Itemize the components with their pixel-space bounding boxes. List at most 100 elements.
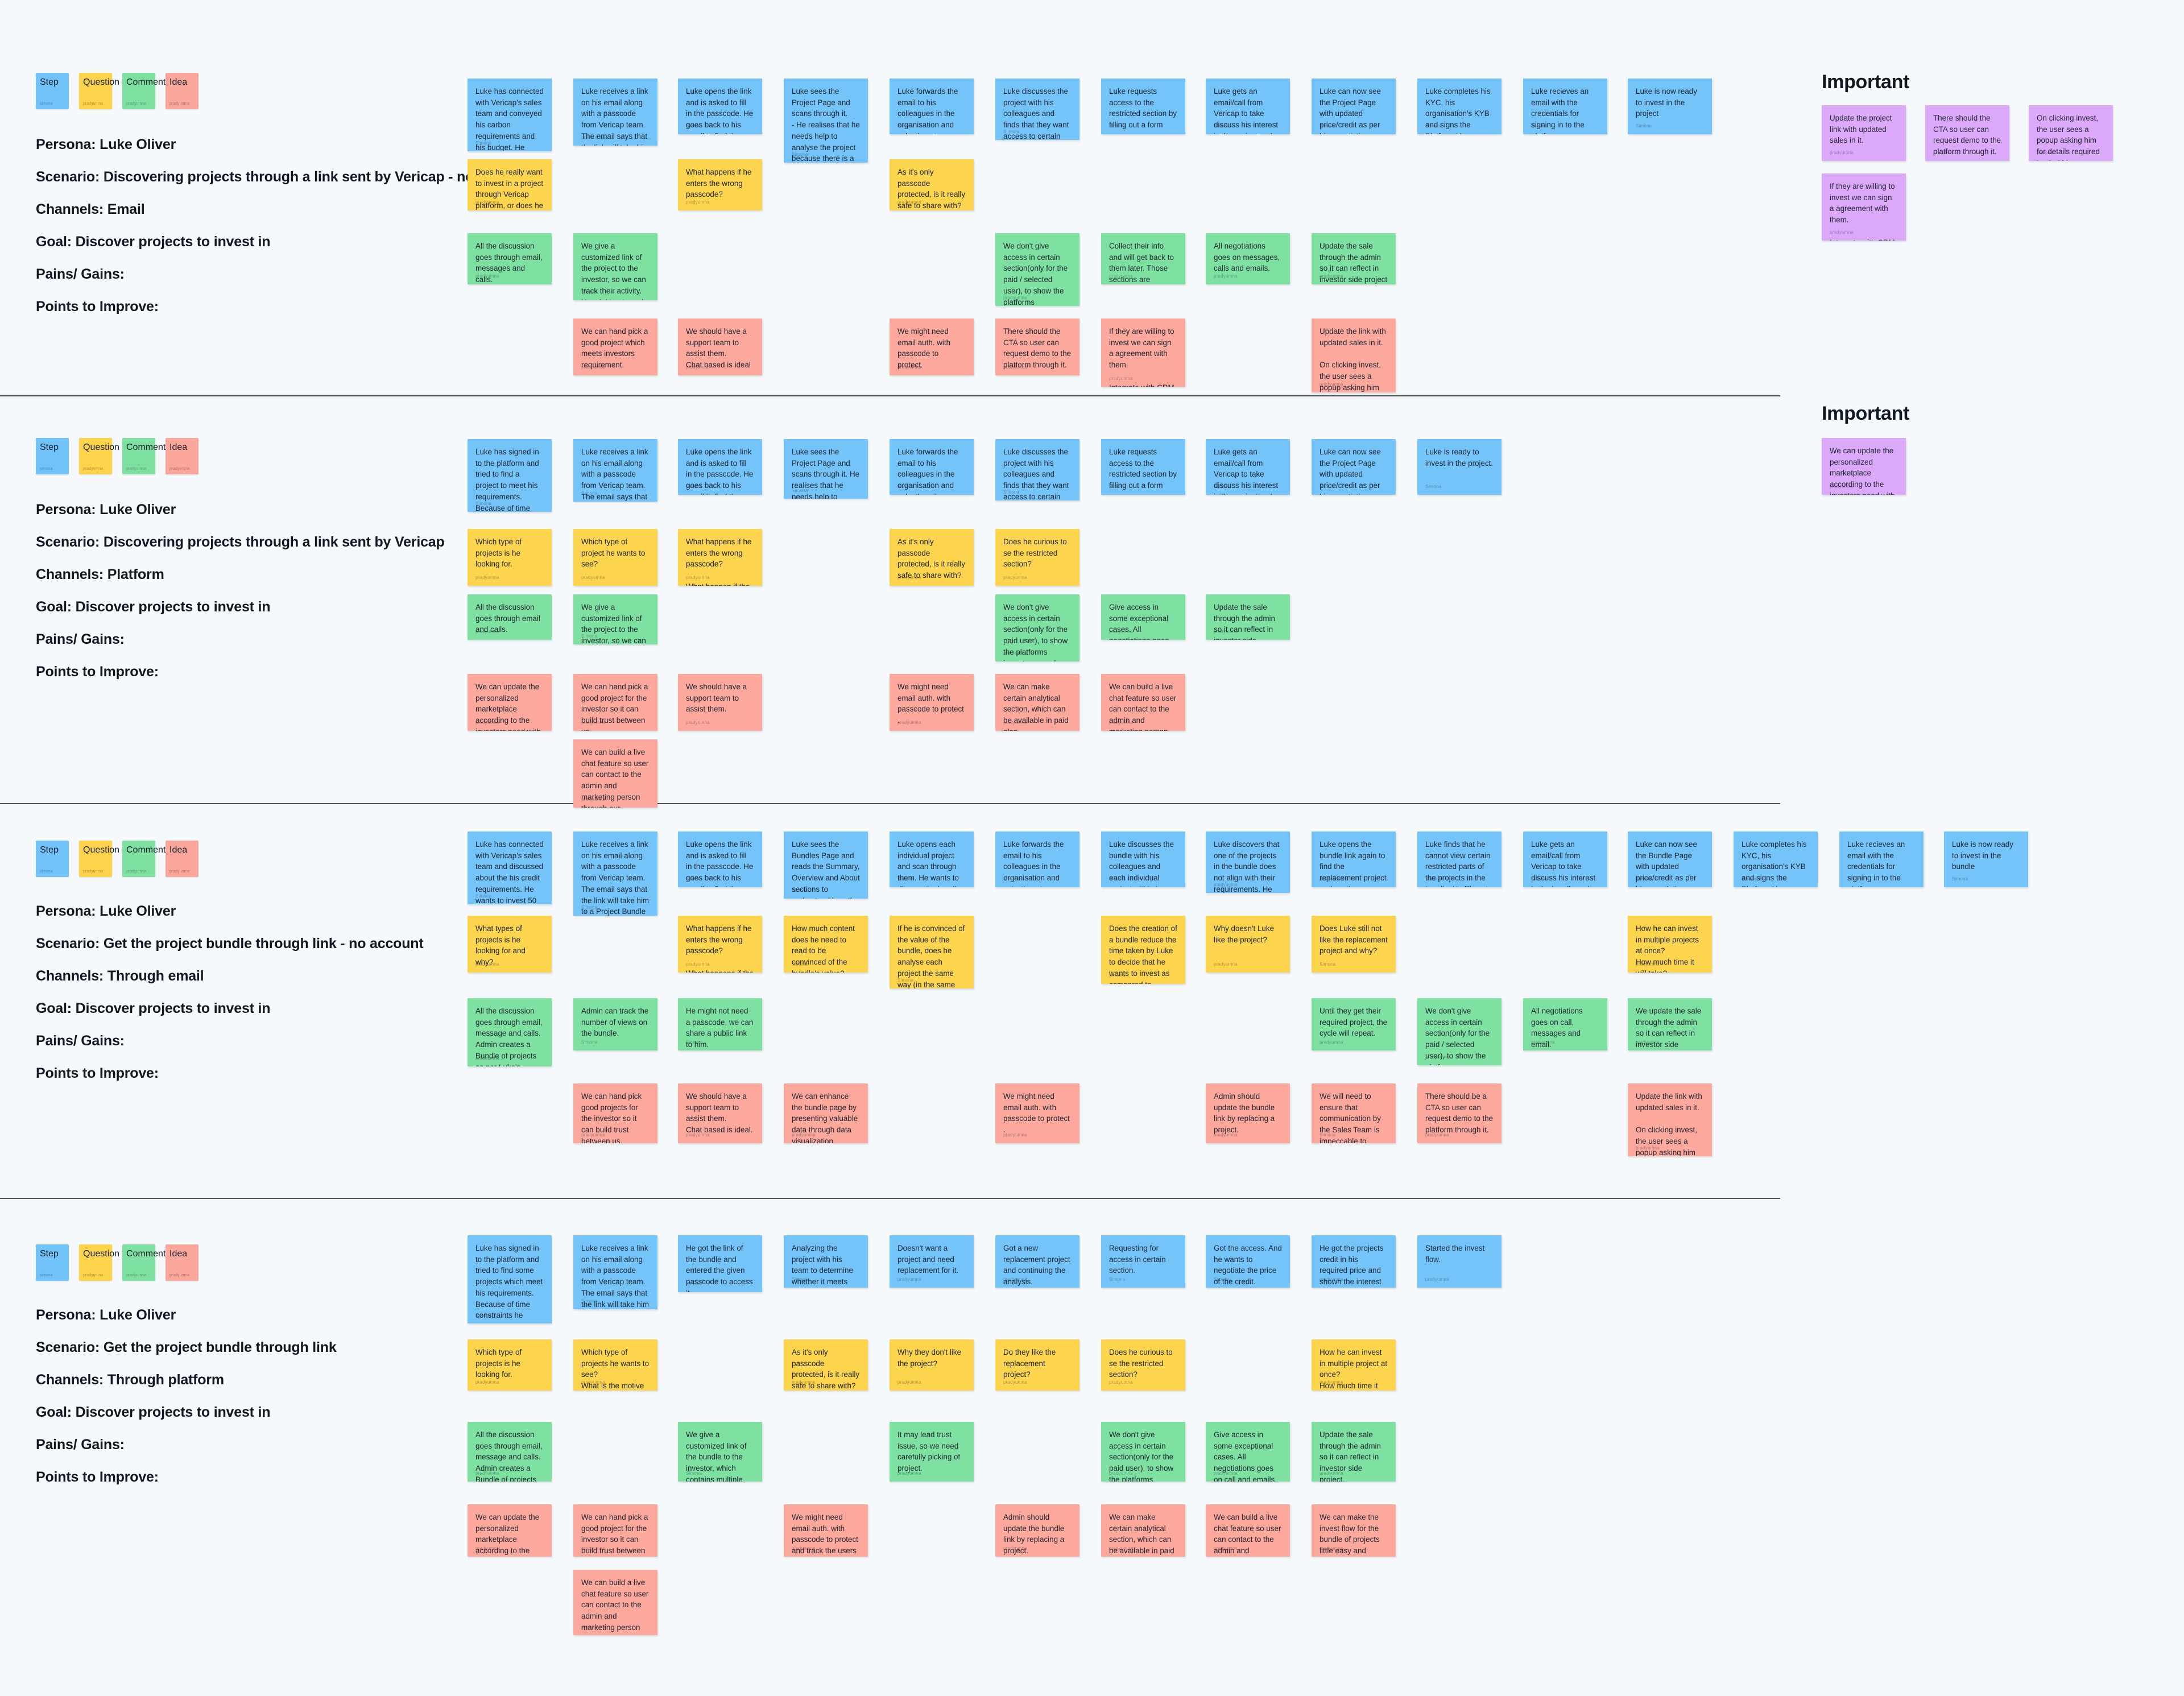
step-note[interactable]: Luke receives a link on his email along … [573,832,657,916]
step-note[interactable]: Luke can now see the Project Page with u… [1312,78,1396,134]
comment-note[interactable]: It may lead trust issue, so we need care… [890,1422,974,1482]
idea-note[interactable]: We can make certain analytical section, … [1101,1504,1185,1557]
step-note[interactable]: Doesn't want a project and need replacem… [890,1235,974,1288]
idea-note[interactable]: We can update the personalized marketpla… [468,1504,552,1557]
question-note[interactable]: Which type of project he wants to see?pr… [573,529,657,586]
idea-note[interactable]: We can hand pick a good project which me… [573,318,657,375]
step-note[interactable]: Luke discusses the project with his coll… [995,439,1079,500]
step-note[interactable]: He got the projects credit in his requir… [1312,1235,1396,1288]
step-note[interactable]: Luke has signed in to the platform and t… [468,1235,552,1323]
question-note[interactable]: How he can invest in multiple project at… [1312,1339,1396,1391]
question-note[interactable]: Do they like the replacement project?pra… [995,1339,1079,1391]
question-note[interactable]: What types of projects is he looking for… [468,916,552,973]
step-note[interactable]: Started the invest flow.pradyumna [1417,1235,1502,1288]
step-note[interactable]: Luke sees the Bundles Page and reads the… [784,832,868,899]
step-note[interactable]: Luke discusses the project with his coll… [995,78,1079,140]
idea-note[interactable]: Admin should update the bundle link by r… [1206,1083,1290,1143]
question-note[interactable]: Does the creation of a bundle reduce the… [1101,916,1185,984]
step-note[interactable]: Luke recieves an email with the credenti… [1523,78,1607,134]
important-note[interactable]: On clicking invest, the user sees a popu… [2029,105,2113,161]
step-note[interactable]: Got a new replacement project and contin… [995,1235,1079,1288]
question-note[interactable]: Which type of projects is he looking for… [468,529,552,586]
step-note[interactable]: Luke opens the link and is asked to fill… [678,832,762,887]
comment-note[interactable]: Give access in some exceptional cases. A… [1206,1422,1290,1482]
step-note[interactable]: Luke requests access to the restricted s… [1101,439,1185,495]
idea-note[interactable]: Update the link with updated sales in it… [1628,1083,1712,1156]
step-note[interactable]: Luke opens the bundle link again to find… [1312,832,1396,887]
step-note[interactable]: Luke requests access to the restricted s… [1101,78,1185,134]
idea-note[interactable]: There should be a CTA so user can reques… [1417,1083,1502,1143]
important-note[interactable]: We can update the personalized marketpla… [1822,438,1906,495]
step-note[interactable]: Luke sees the Project Page and scans thr… [784,78,868,163]
step-note[interactable]: Luke gets an email/call from Vericap to … [1523,832,1607,887]
step-note[interactable]: Luke forwards the email to his colleague… [995,832,1079,887]
comment-note[interactable]: All the discussion goes through email, m… [468,1422,552,1482]
comment-note[interactable]: Admin can track the number of views on t… [573,998,657,1050]
question-note[interactable]: Does he really want to invest in a proje… [468,159,552,210]
step-note[interactable]: Luke discusses the bundle with his colle… [1101,832,1185,887]
question-note[interactable]: Does Luke still not like the replacement… [1312,916,1396,973]
comment-note[interactable]: All the discussion goes through email an… [468,594,552,640]
step-note[interactable]: Luke is now ready to invest in the proje… [1628,78,1712,134]
step-note[interactable]: Luke is ready to invest in the project.S… [1417,439,1502,495]
idea-note[interactable]: We might need email auth. with passcode … [995,1083,1079,1143]
comment-note[interactable]: Update the sale through the admin so it … [1312,1422,1396,1482]
question-note[interactable]: As it's only passcode protected, is it r… [784,1339,868,1391]
comment-note[interactable]: Until they get their required project, t… [1312,998,1396,1050]
idea-note[interactable]: We can build a live chat feature so user… [1206,1504,1290,1557]
idea-note[interactable]: We can build a live chat feature so user… [1101,674,1185,731]
idea-note[interactable]: We should have a support team to assist … [678,318,762,375]
comment-note[interactable]: We don't give access in certain section(… [995,233,1079,306]
comment-note[interactable]: We update the sale through the admin so … [1628,998,1712,1050]
idea-note[interactable]: We might need email auth. with passcode … [890,318,974,375]
idea-note[interactable]: We should have a support team to assist … [678,1083,762,1143]
important-note[interactable]: If they are willing to invest we can sig… [1822,173,1906,241]
idea-note[interactable]: We can build a live chat feature so user… [573,1570,657,1635]
step-note[interactable]: Luke receives a link on his email along … [573,1235,657,1309]
question-note[interactable]: Does he curious to se the restricted sec… [1101,1339,1185,1391]
comment-note[interactable]: We don't give access in certain section(… [1101,1422,1185,1482]
comment-note[interactable]: We give a customized link of the bundle … [678,1422,762,1482]
question-note[interactable]: What happens if he enters the wrong pass… [678,529,762,586]
comment-note[interactable]: All negotiations goes on call, messages … [1523,998,1607,1050]
step-note[interactable]: Luke opens the link and is asked to fill… [678,439,762,495]
step-note[interactable]: Analyzing the project with his team to d… [784,1235,868,1288]
idea-note[interactable]: We can hand pick a good project for the … [573,674,657,731]
step-note[interactable]: Luke is now ready to invest in the bundl… [1944,832,2028,887]
step-note[interactable]: Requesting for access in certain section… [1101,1235,1185,1288]
question-note[interactable]: As it's only passcode protected, is it r… [890,159,974,210]
comment-note[interactable]: All the discussion goes through email, m… [468,233,552,284]
step-note[interactable]: Got the access. And he wants to negotiat… [1206,1235,1290,1288]
step-note[interactable]: Luke opens the link and is asked to fill… [678,78,762,134]
important-note[interactable]: Update the project link with updated sal… [1822,105,1906,161]
idea-note[interactable]: We will need to ensure that communicatio… [1312,1083,1396,1143]
question-note[interactable]: Why doesn't Luke like the project?pradyu… [1206,916,1290,973]
comment-note[interactable]: All negotiations goes on messages, calls… [1206,233,1290,284]
step-note[interactable]: Luke completes his KYC, his organisation… [1417,78,1502,134]
step-note[interactable]: Luke has connected with Vericap's sales … [468,78,552,151]
idea-note[interactable]: We might need email auth. with passcode … [890,674,974,731]
question-note[interactable]: Why they don't like the project?pradyumn… [890,1339,974,1391]
step-note[interactable]: Luke discovers that one of the projects … [1206,832,1290,893]
idea-note[interactable]: We can make the invest flow for the bund… [1312,1504,1396,1557]
step-note[interactable]: Luke forwards the email to his colleague… [890,78,974,134]
question-note[interactable]: How he can invest in multiple projects a… [1628,916,1712,973]
comment-note[interactable]: We don't give access in certain section(… [1417,998,1502,1065]
question-note[interactable]: What happens if he enters the wrong pass… [678,159,762,210]
question-note[interactable]: Does he curious to se the restricted sec… [995,529,1079,586]
idea-note[interactable]: Admin should update the bundle link by r… [995,1504,1079,1557]
comment-note[interactable]: Collect their info and will get back to … [1101,233,1185,284]
question-note[interactable]: Which type of projects he wants to see? … [573,1339,657,1391]
question-note[interactable]: As it's only passcode protected, is it r… [890,529,974,586]
